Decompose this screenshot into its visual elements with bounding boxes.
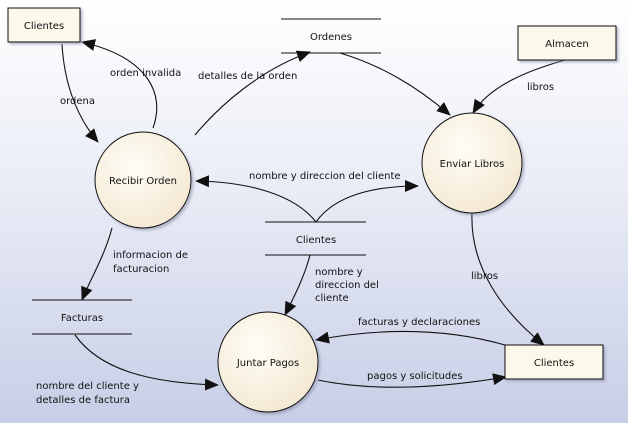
flow-orden-invalida — [81, 39, 158, 129]
flow-label-informacion-facturacion-line-1: informacion de — [113, 250, 188, 261]
flow-label-detalles-orden: detalles de la orden — [198, 71, 297, 82]
flow-pagos-solicitudes — [317, 373, 507, 388]
flow-nombre-cliente-factura — [74, 334, 219, 391]
flow-clientes-recibir — [195, 175, 317, 223]
flow-label-libros-envio: libros — [471, 271, 498, 282]
process-recibir-orden[interactable]: Recibir Orden — [94, 131, 192, 229]
flow-label-ordena: ordena — [60, 96, 95, 107]
entity-clientes-bottom[interactable]: Clientes — [504, 344, 604, 380]
flow-ordenes-enviar — [339, 52, 451, 116]
flow-label-orden-invalida: orden invalida — [110, 68, 181, 79]
flow-label-nombre-direccion-line-3: cliente — [315, 293, 349, 304]
flow-label-informacion-facturacion-line-2: facturacion — [113, 264, 169, 275]
store-facturas-label: Facturas — [61, 313, 103, 324]
flow-label-facturas-declaraciones: facturas y declaraciones — [358, 317, 480, 328]
flow-informacion-facturacion — [81, 227, 113, 301]
store-clientes-label: Clientes — [296, 235, 336, 246]
entity-almacen[interactable]: Almacen — [517, 25, 617, 61]
flow-ordena — [61, 43, 99, 143]
flow-libros-envio — [471, 212, 545, 346]
flow-label-libros-almacen: libros — [527, 82, 554, 93]
flow-clientes-enviar — [315, 180, 419, 223]
entity-clientes-top[interactable]: Clientes — [7, 7, 81, 43]
process-juntar-pagos[interactable]: Juntar Pagos — [217, 311, 319, 413]
store-clientes[interactable]: Clientes — [265, 221, 366, 256]
entity-clientes-bottom-label: Clientes — [534, 358, 574, 369]
flow-clientes-juntar — [284, 254, 311, 316]
flow-facturas-declaraciones — [315, 331, 506, 346]
flow-detalles-orden — [194, 50, 311, 136]
process-enviar-libros-label: Enviar Libros — [440, 159, 505, 170]
flow-label-nombre-cliente-factura: nombre del cliente y detalles de factura — [36, 381, 142, 406]
flow-label-nombre-direccion-cliente-multi: nombre y direccion del cliente — [315, 267, 382, 304]
store-facturas[interactable]: Facturas — [32, 299, 132, 335]
flow-label-informacion-facturacion: informacion de facturacion — [113, 250, 191, 275]
flow-label-nombre-direccion-line-1: nombre y — [315, 267, 363, 278]
flow-label-pagos-solicitudes: pagos y solicitudes — [367, 371, 463, 382]
flow-label-nombre-direccion-line-2: direccion del — [315, 280, 379, 291]
store-ordenes-label: Ordenes — [310, 32, 352, 43]
process-juntar-pagos-label: Juntar Pagos — [236, 358, 299, 369]
flow-libros-almacen — [472, 59, 566, 114]
process-enviar-libros[interactable]: Enviar Libros — [421, 112, 523, 214]
process-recibir-orden-label: Recibir Orden — [109, 176, 177, 187]
flow-label-nombre-cliente-factura-line-1: nombre del cliente y — [36, 381, 139, 392]
store-ordenes[interactable]: Ordenes — [281, 18, 381, 54]
flow-label-nombre-cliente-factura-line-2: detalles de factura — [36, 395, 130, 406]
flow-label-nombre-direccion-cliente: nombre y direccion del cliente — [249, 171, 401, 182]
entity-almacen-label: Almacen — [545, 39, 588, 50]
entity-clientes-top-label: Clientes — [24, 21, 64, 32]
